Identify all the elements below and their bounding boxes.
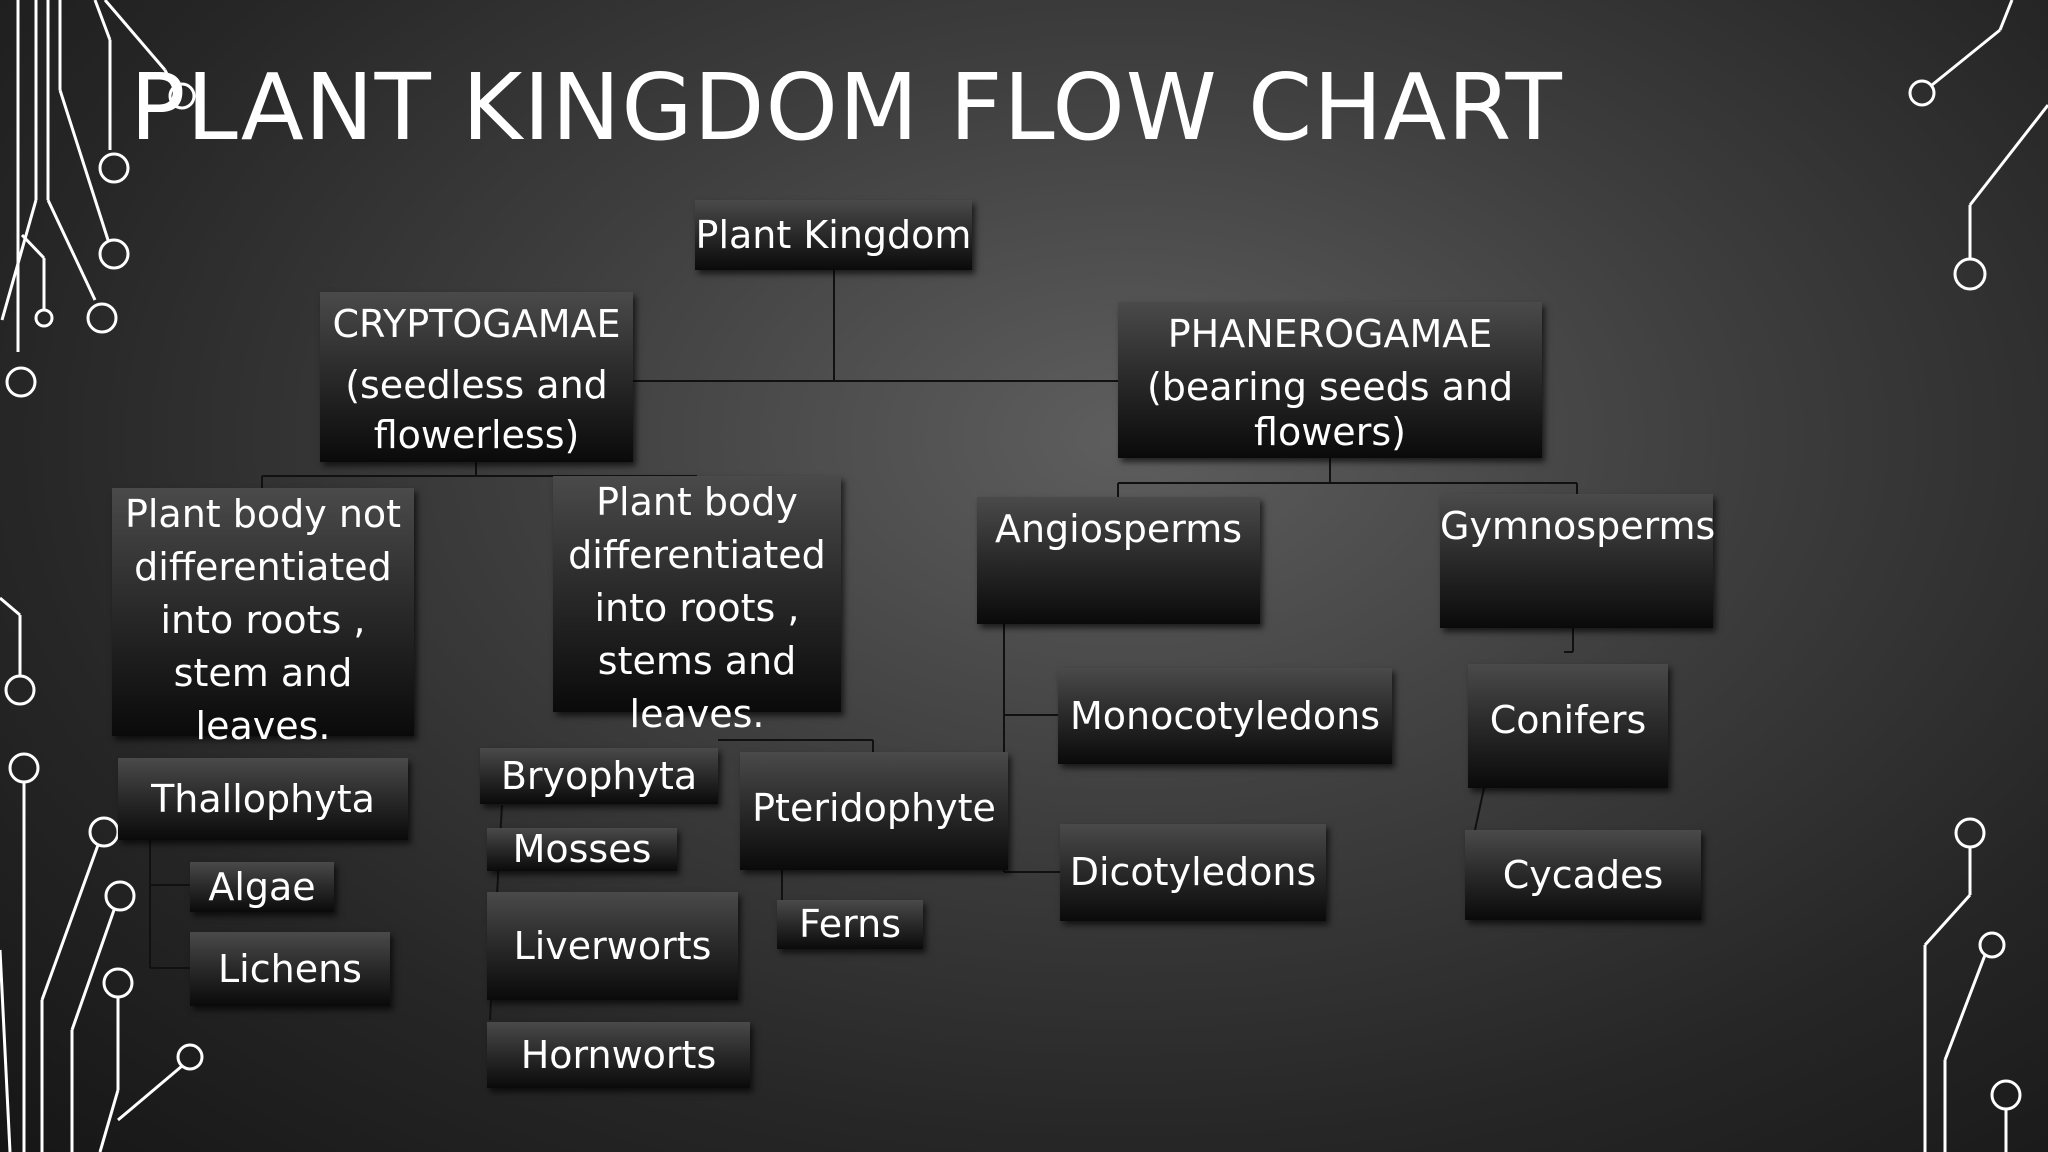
node-mosses: Mosses: [487, 827, 677, 871]
not-differentiated-line-3: into roots ,: [160, 598, 366, 642]
differentiated-line-1: Plant body: [596, 480, 798, 524]
node-thallophyta: Thallophyta: [118, 758, 408, 840]
phanerogamae-desc-line-1: (bearing seeds and: [1146, 364, 1514, 409]
node-phanerogamae: PHANEROGAMAE (bearing seeds and flowers): [1118, 302, 1542, 458]
node-dicotyledons: Dicotyledons: [1060, 824, 1326, 921]
not-differentiated-line-1: Plant body not: [124, 492, 402, 536]
node-bryophyta: Bryophyta: [480, 748, 718, 804]
node-pteridophyte: Pteridophyte: [740, 752, 1008, 870]
cryptogamae-desc-line-1: (seedless and: [345, 363, 608, 408]
node-monocotyledons: Monocotyledons: [1058, 668, 1392, 764]
node-angiosperms: Angiosperms: [977, 497, 1260, 624]
node-conifers: Conifers: [1468, 664, 1668, 788]
not-differentiated-line-2: differentiated: [134, 545, 392, 589]
node-hornworts: Hornworts: [487, 1022, 750, 1088]
node-liverworts: Liverworts: [487, 892, 738, 1000]
node-ferns: Ferns: [777, 900, 923, 949]
node-lichens: Lichens: [190, 932, 390, 1006]
differentiated-line-5: leaves.: [629, 692, 765, 736]
phanerogamae-name: PHANEROGAMAE: [1167, 312, 1493, 356]
node-algae: Algae: [190, 862, 334, 912]
node-plant-kingdom: Plant Kingdom: [695, 200, 972, 270]
node-cryptogamae: CRYPTOGAMAE (seedless and flowerless): [320, 292, 633, 462]
phanerogamae-desc: (bearing seeds and flowers): [1128, 365, 1532, 456]
cryptogamae-desc-line-2: flowerless): [373, 412, 580, 457]
cryptogamae-desc: (seedless and flowerless): [330, 361, 623, 460]
node-gymnosperms: Gymnosperms: [1440, 494, 1715, 628]
cryptogamae-name: CRYPTOGAMAE: [332, 302, 621, 346]
differentiated-line-4: stems and: [597, 639, 797, 683]
differentiated-line-3: into roots ,: [594, 586, 800, 630]
not-differentiated-line-5: leaves.: [195, 704, 331, 748]
node-body-not-differentiated: Plant body not differentiated into roots…: [112, 488, 414, 748]
phanerogamae-desc-line-2: flowers): [1254, 410, 1406, 455]
node-cycades: Cycades: [1465, 830, 1701, 920]
node-body-differentiated: Plant body differentiated into roots , s…: [553, 476, 841, 736]
not-differentiated-line-4: stem and: [173, 651, 353, 695]
page-title: PLANT KINGDOM FLOW CHART: [130, 54, 1563, 161]
differentiated-line-2: differentiated: [568, 533, 826, 577]
